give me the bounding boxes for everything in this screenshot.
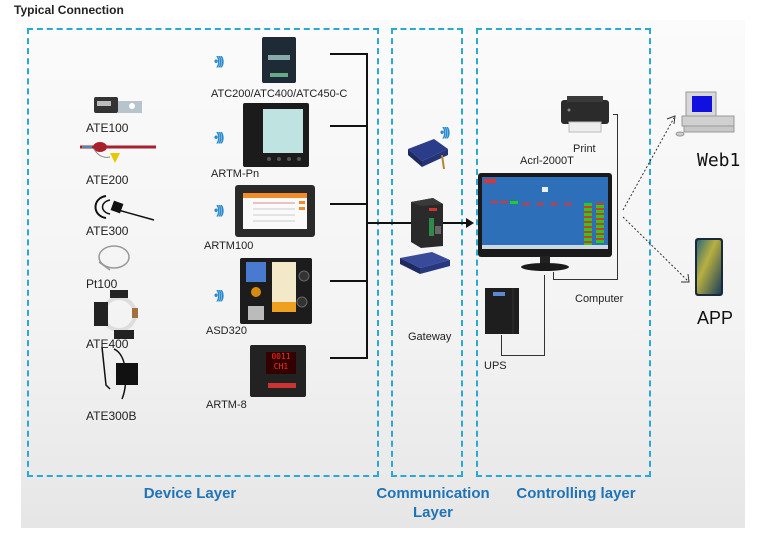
probe-icon [80,142,156,163]
printer-label: Print [573,143,596,155]
bus-trunk-line [366,53,368,359]
ups-label: UPS [484,360,507,372]
sensor-label-ate300b: ATE300B [86,409,137,423]
device-label-asd320: ASD320 [206,325,247,337]
device-layer-box [27,28,379,477]
gateway-serial-server-icon [400,252,450,274]
rtd-cable-icon [98,245,130,271]
arrow-right-icon [466,218,474,228]
sensor-box-icon [94,97,142,113]
device-label-atc: ATC200/ATC400/ATC450-C [211,88,348,100]
desktop-pc-icon [675,91,735,137]
communication-layer-box [391,28,463,477]
connection-line [330,357,368,359]
device-label-artm-pn: ARTM-Pn [211,168,260,180]
controlling-layer-label: Controlling layer [516,485,636,502]
computer-monitor-icon [478,173,612,257]
wireless-icon: •))) [214,288,224,302]
web-link-arrow [622,117,675,211]
panel-meter-icon [243,103,309,167]
web-client-label: Web1 [697,150,741,171]
wireless-icon: •))) [214,54,224,68]
wireless-icon: •))) [214,130,224,144]
ups-link-line [501,335,502,355]
clamp-sensor-icon [94,290,138,339]
touch-panel-icon [235,185,315,237]
cable-sensor-icon [101,346,138,400]
gateway-router-icon [408,139,448,170]
communication-layer-label-line2: Layer [412,504,454,521]
gateway-label: Gateway [408,331,452,343]
sensor-label-ate300: ATE300 [86,224,129,238]
transceiver-icon [262,37,296,83]
connection-line [330,125,368,127]
led-meter-icon: 0011 CH1 [250,345,306,397]
ups-link-line [544,275,545,356]
led-display-line2: CH1 [273,362,289,371]
app-client-label: APP [697,308,734,328]
controlling-layer-box [476,28,651,477]
connection-line [330,203,368,205]
printer-link-line [553,272,554,280]
computer-label: Computer [575,293,624,305]
connection-line [330,280,368,282]
switchgear-controller-icon [240,258,312,324]
printer-link-line [617,114,618,280]
app-link-arrow [622,216,689,282]
device-layer-label: Device Layer [143,485,237,502]
printer-link-line [613,114,618,115]
wireless-icon: •))) [440,125,450,139]
communication-layer-label: Communication Layer [365,484,501,522]
meter-buttons [268,383,296,388]
led-display: 0011 CH1 [266,352,296,374]
connection-line [330,53,368,55]
sensor-label-ate200: ATE200 [86,173,129,187]
smartphone-icon [695,238,723,296]
printer-icon [561,96,609,133]
cable-sensor-icon [94,195,155,221]
wireless-icon: •))) [214,203,224,217]
led-display-line1: 0011 [271,352,291,361]
gateway-din-icon [411,198,443,248]
monitoring-screen [482,177,608,249]
device-label-artm-8: ARTM-8 [206,399,247,411]
monitor-stand-icon [521,256,569,271]
arrow-head-icon [681,273,690,283]
sensor-label-ate100: ATE100 [86,121,129,135]
page-title: Typical Connection [14,3,124,17]
sensor-label-ate400: ATE400 [86,337,129,351]
ups-icon [485,288,519,334]
device-label-artm100: ARTM100 [204,240,254,252]
communication-layer-label-line1: Communication [376,485,490,502]
printer-link-line [553,279,618,280]
ups-link-line [501,355,545,356]
arrow-head-icon [666,115,676,125]
sensor-label-pt100: Pt100 [86,277,118,291]
software-label: Acrl-2000T [520,155,574,167]
